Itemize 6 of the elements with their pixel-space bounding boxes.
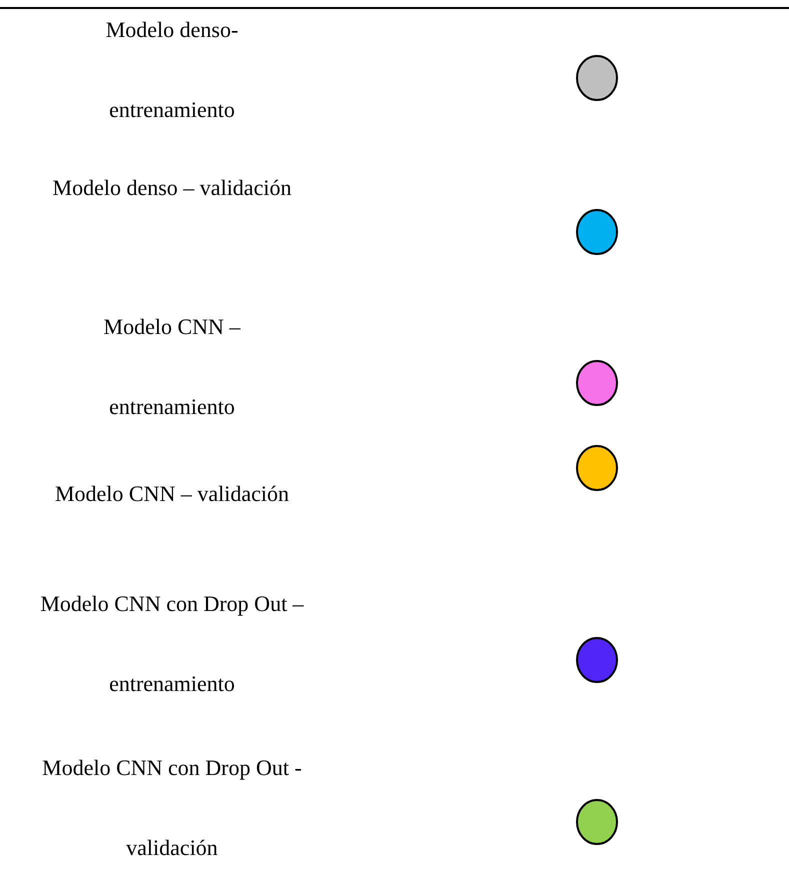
legend-label: Modelo CNN con Drop Out – entrenamiento (39, 590, 305, 698)
legend-label: Modelo denso- entrenamiento (104, 16, 240, 124)
legend-label: Modelo CNN – validación (54, 480, 290, 508)
legend-label: Modelo CNN con Drop Out - validación (41, 754, 303, 862)
legend-label: Modelo denso – validación (52, 174, 292, 202)
legend-label: Modelo CNN – entrenamiento (102, 313, 242, 421)
